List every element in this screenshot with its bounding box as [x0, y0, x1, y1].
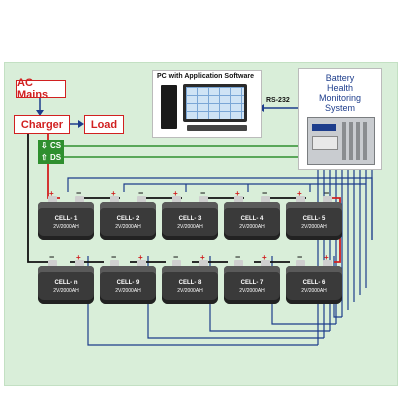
cell-name: CELL- n [54, 280, 78, 286]
cell-bottom-3: − + CELL- 8 2V/2000AH [162, 252, 218, 304]
cell-body [286, 202, 342, 240]
plus-icon: + [200, 253, 205, 262]
pc-tower-icon [161, 85, 177, 129]
cell-body [38, 266, 94, 304]
cell-spec: 2V/2000AH [301, 288, 327, 294]
cell-name: CELL- 6 [302, 280, 326, 286]
cell-spec: 2V/2000AH [53, 288, 79, 294]
cell-name: CELL- 2 [116, 216, 140, 222]
minus-icon: − [49, 252, 55, 262]
cs-tag: ⇩ CS [38, 140, 65, 152]
cell-spec: 2V/2000AH [239, 288, 265, 294]
cell-name: CELL- 1 [54, 216, 78, 222]
ac-mains-box: AC Mains [16, 77, 66, 101]
cell-bottom-2: − + CELL- 9 2V/2000AH [100, 252, 156, 304]
minus-icon: − [262, 188, 268, 198]
cell-spec: 2V/2000AH [115, 288, 141, 294]
cell-name: CELL- 8 [178, 280, 202, 286]
cell-name: CELL- 7 [240, 280, 264, 286]
cell-body [286, 266, 342, 304]
plus-icon: + [76, 253, 81, 262]
cell-top-5: + − CELL- 5 2V/2000AH [286, 188, 342, 240]
top-sense-wires [67, 177, 373, 240]
pc-monitor-icon [183, 84, 247, 122]
minus-icon: − [324, 188, 330, 198]
cell-bottom-4: − + CELL- 7 2V/2000AH [224, 252, 280, 304]
minus-icon: − [200, 188, 206, 198]
ac-arrow [36, 110, 44, 116]
minus-icon: − [76, 188, 82, 198]
plus-icon: + [111, 189, 116, 198]
minus-icon: − [297, 252, 303, 262]
bhms-line-1: Battery [325, 73, 355, 83]
cell-bottom-1: − + CELL- n 2V/2000AH [38, 252, 94, 304]
cell-name: CELL- 3 [178, 216, 202, 222]
plus-icon: + [173, 189, 178, 198]
load-box: Load [84, 115, 124, 134]
cell-spec: 2V/2000AH [115, 224, 141, 230]
cell-body [162, 202, 218, 240]
cell-top-3: + − CELL- 3 2V/2000AH [162, 188, 218, 240]
cell-name: CELL- 9 [116, 280, 140, 286]
cell-name: CELL- 4 [240, 216, 264, 222]
load-arrow [78, 120, 84, 128]
rs232-label: RS-232 [266, 97, 290, 104]
plus-icon: + [49, 189, 54, 198]
cell-body [224, 266, 280, 304]
bhms-panel: Battery Health Monitoring System [298, 68, 382, 170]
bhms-rack-icon [307, 117, 375, 165]
cell-name: CELL- 5 [302, 216, 326, 222]
pc-label: PC with Application Software [157, 73, 254, 80]
cell-body [100, 266, 156, 304]
load-label: Load [90, 118, 118, 131]
bhms-title: Battery Health Monitoring System [299, 73, 381, 113]
pc-panel: PC with Application Software [152, 70, 262, 138]
charger-negative-wire [27, 134, 48, 263]
cell-spec: 2V/2000AH [53, 224, 79, 230]
charger-label: Charger [20, 118, 64, 131]
cs-label: CS [49, 141, 62, 150]
minus-icon: − [111, 252, 117, 262]
cell-body [224, 202, 280, 240]
cell-spec: 2V/2000AH [239, 224, 265, 230]
cell-top-4: + − CELL- 4 2V/2000AH [224, 188, 280, 240]
ac-mains-label: AC Mains [17, 77, 49, 101]
bhms-line-4: System [324, 103, 355, 113]
cell-bottom-5: − + CELL- 6 2V/2000AH [286, 252, 342, 304]
cell-body [100, 202, 156, 240]
charger-box: Charger [14, 115, 70, 134]
cell-spec: 2V/2000AH [177, 224, 203, 230]
ds-tag: ⇧ DS [38, 152, 65, 164]
bhms-line-3: Monitoring [318, 93, 362, 103]
cell-top-1: + − CELL- 1 2V/2000AH [38, 188, 94, 240]
minus-icon: − [173, 252, 179, 262]
cell-spec: 2V/2000AH [301, 224, 327, 230]
pc-keyboard-icon [187, 125, 247, 131]
cell-body [38, 202, 94, 240]
plus-icon: + [297, 189, 302, 198]
plus-icon: + [138, 253, 143, 262]
plus-icon: + [324, 253, 329, 262]
ds-label: DS [49, 153, 62, 162]
cell-body [162, 266, 218, 304]
cell-top-2: + − CELL- 2 2V/2000AH [100, 188, 156, 240]
minus-icon: − [138, 188, 144, 198]
minus-icon: − [235, 252, 241, 262]
plus-icon: + [235, 189, 240, 198]
plus-icon: + [262, 253, 267, 262]
cell-spec: 2V/2000AH [177, 288, 203, 294]
bhms-line-2: Health [326, 83, 353, 93]
